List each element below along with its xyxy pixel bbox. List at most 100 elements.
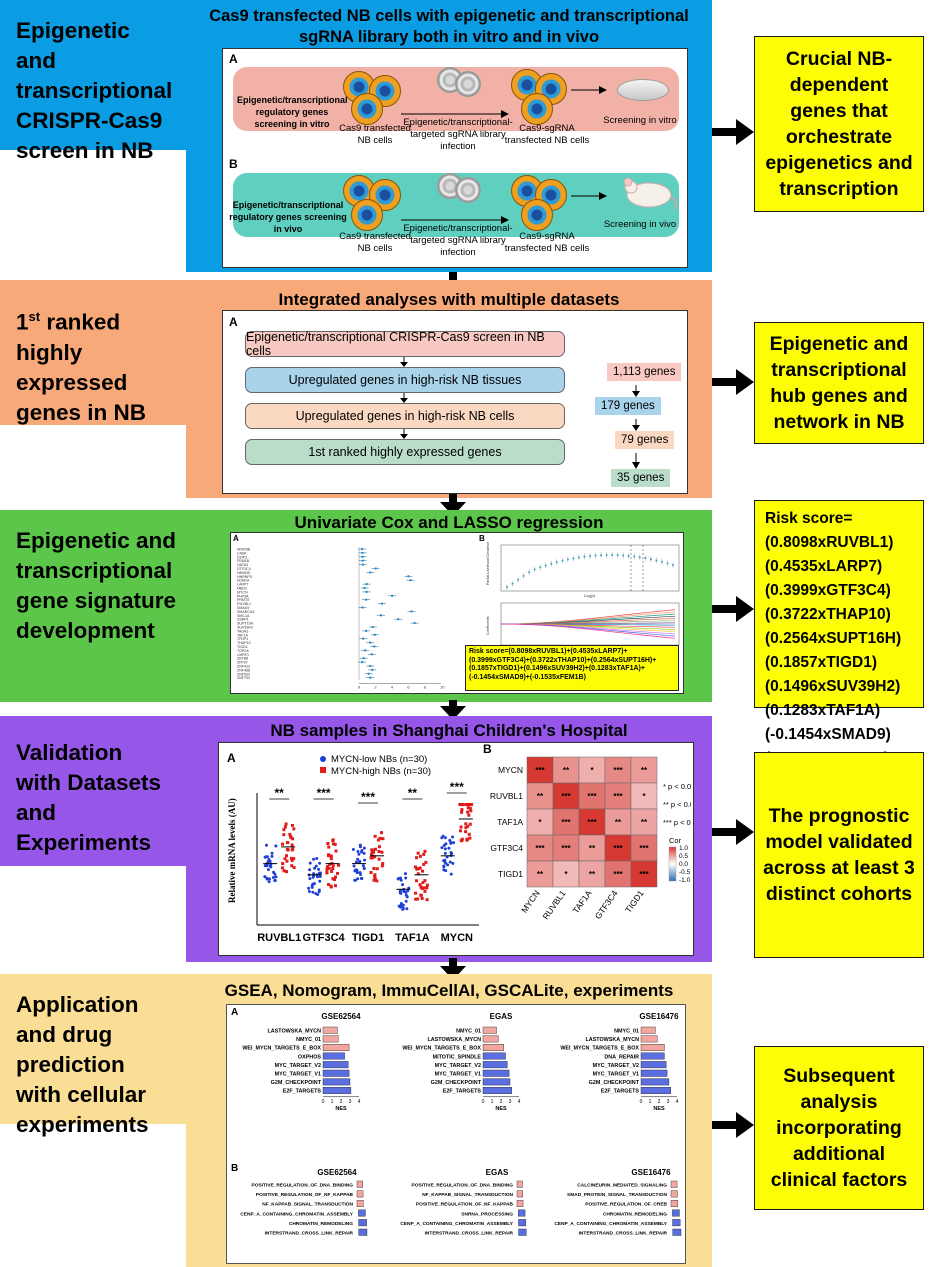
heatmap-cell-stars: *** — [561, 818, 571, 827]
forest-gene-label: RUVBL1 — [237, 602, 251, 606]
gsea-term-label: SMAD_PROTEIN_SIGNAL_TRANSDUCTION — [567, 1192, 667, 1198]
forest-point — [369, 571, 372, 574]
gsea-bar — [640, 1035, 658, 1043]
dot-high — [288, 832, 292, 836]
gsea-term-label: MITOTIC_SPINDLE — [433, 1054, 482, 1060]
dot-high — [416, 867, 420, 871]
forest-gene-label: SUPT16H — [237, 622, 254, 626]
gsea-bar — [672, 1219, 681, 1227]
risk-score-inset: Risk score=(0.8098xRUVBL1)+(0.4535xLARP7… — [465, 645, 679, 691]
dot-low — [315, 856, 319, 860]
gene-tick-label: GTF3C4 — [303, 932, 346, 944]
stage3-title: Univariate Cox and LASSO regression — [294, 513, 604, 532]
dot-high — [327, 845, 331, 849]
screening-vivo-label: Screening in vivo — [603, 219, 677, 230]
dot-high — [414, 891, 418, 895]
dot-low — [363, 858, 367, 862]
forest-gene-label: THAP10 — [237, 641, 251, 645]
dot-high — [284, 822, 288, 826]
gsea-term-label: CENP_A_CONTAINING_CHROMATIN_ASSEMBLY — [240, 1211, 353, 1217]
dot-low — [267, 880, 271, 884]
heatmap-cell-stars: ** — [537, 792, 544, 801]
heatmap-cell-stars: ** — [537, 870, 544, 879]
dot-high — [464, 830, 468, 834]
dot-high — [414, 879, 418, 883]
heatmap-cell — [578, 756, 606, 784]
dot-high — [425, 898, 429, 902]
dot-low — [356, 849, 360, 853]
heatmap-row-label: TIGD1 — [498, 869, 523, 879]
heatmap-cell-stars: ** — [563, 766, 570, 775]
dot-high — [421, 881, 425, 885]
gsea-term-label: CENP_A_CONTAINING_CHROMATIN_ASSEMBLY — [400, 1221, 513, 1227]
pipeline-step-4: 1st ranked highly expressed genes — [245, 439, 565, 465]
gsea-chart-title: GSE16476 — [631, 1168, 671, 1177]
dot-low — [441, 834, 445, 838]
risk-term: (0.3722xTHAP10) — [765, 606, 891, 623]
forest-point — [361, 559, 364, 562]
gsea-term-label: G2M_CHECKPOINT — [431, 1080, 482, 1086]
dot-high — [327, 853, 331, 857]
dot-high — [416, 872, 420, 876]
forest-point — [361, 555, 364, 558]
panel-letter-a: A — [229, 315, 238, 329]
heatmap-row-label: RUVBL1 — [490, 791, 523, 801]
sig-stars: *** — [317, 786, 331, 800]
dot-low — [397, 904, 401, 908]
lasso-coef-path — [500, 623, 676, 639]
forest-point — [413, 622, 416, 625]
gsea-term-label: POSITIVE_REGULATION_OF_NF_KAPPAB — [256, 1192, 354, 1198]
dot-high — [331, 842, 335, 846]
arrow-down-icon — [632, 419, 640, 431]
lasso-cv-point — [649, 558, 652, 561]
in-vitro-label: Epigenetic/transcriptional regulatory ge… — [237, 95, 348, 129]
forest-point — [365, 590, 368, 593]
petri-dish-icon — [617, 79, 669, 101]
forest-gene-label: TIGD1 — [237, 645, 248, 649]
lasso-cv-point — [561, 559, 564, 562]
heatmap-cell — [578, 782, 606, 810]
forest-point — [369, 641, 372, 644]
heatmap-cell-stars: ** — [615, 818, 622, 827]
lasso-cv-point — [550, 562, 553, 565]
dot-low — [401, 903, 405, 907]
dot-high — [420, 869, 424, 873]
dot-low — [352, 864, 356, 868]
forest-gene-label: MYCN — [237, 590, 248, 594]
dot-high — [290, 858, 294, 862]
sgrna-cell-icon — [521, 199, 553, 231]
stage2-label: 1st ranked highly expressed genes in NB — [16, 309, 147, 425]
forest-plot: ARID5BCASKDZIP3FEM1BGATA3GTF3C4HMGN5HNRN… — [237, 547, 445, 690]
dot-high — [422, 852, 426, 856]
dot-low — [443, 836, 447, 840]
dot-high — [369, 856, 373, 860]
forest-tick: 4 — [391, 685, 394, 690]
legend-low-marker — [320, 756, 326, 762]
dot-high — [465, 837, 469, 841]
dot-low — [274, 844, 278, 848]
heatmap-cell — [526, 782, 554, 810]
colorbar-tick: -1.0 — [679, 877, 691, 884]
in-vivo-label: Epigenetic/transcriptional regulatory ge… — [229, 200, 347, 234]
stage4-card: A Relative mRNA levels (AU)MYCN-low NBs … — [218, 742, 694, 956]
sig-stars: ** — [408, 786, 418, 800]
dot-high — [377, 849, 381, 853]
gsea-tick: 1 — [649, 1099, 652, 1105]
forest-point — [409, 579, 412, 582]
dot-high — [460, 808, 464, 812]
lasso-cv-point — [627, 554, 630, 557]
dot-high — [375, 867, 379, 871]
forest-gene-label: ZFP37 — [237, 661, 248, 665]
dot-high — [381, 837, 385, 841]
gsea-bar-charts: GSE62564LASTOWSKA_MYCNNMYC_01WEI_MYCN_TA… — [240, 1012, 682, 1237]
dot-high — [467, 813, 471, 817]
dot-high — [371, 849, 375, 853]
gsea-term-label: MYC_TARGET_V1 — [593, 1072, 639, 1078]
panel-letter-a: A — [229, 52, 238, 66]
lasso-cv-point — [555, 561, 558, 564]
forest-point — [364, 649, 367, 652]
lasso-cv-point — [511, 582, 514, 585]
dot-low — [265, 876, 269, 880]
pvalue-legend: * p < 0.05 — [663, 782, 691, 791]
gsea-tick: 3 — [667, 1099, 670, 1105]
